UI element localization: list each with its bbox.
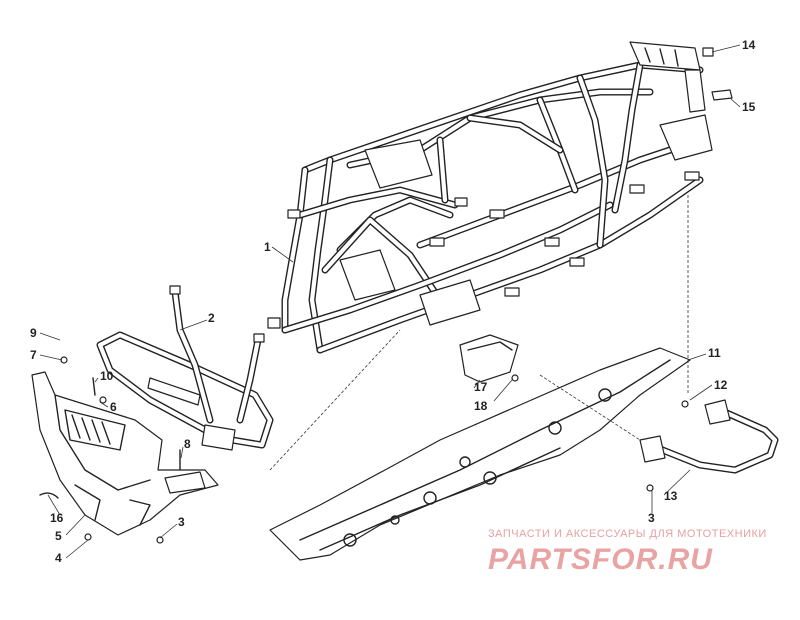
main-frame: [267, 41, 713, 354]
callout-2: 2: [208, 311, 215, 325]
side-step: [639, 399, 779, 474]
callout-3a: 3: [178, 515, 185, 529]
callout-11: 11: [708, 346, 721, 360]
front-bumper-tube: [96, 285, 274, 451]
callout-1: 1: [264, 240, 271, 254]
callout-9: 9: [30, 326, 37, 340]
guard-panel: [459, 334, 519, 383]
callout-10: 10: [100, 369, 114, 383]
callout-18: 18: [474, 399, 488, 413]
callout-6: 6: [110, 400, 117, 414]
callout-12: 12: [714, 378, 728, 392]
callout-3b: 3: [648, 511, 655, 525]
watermark-tagline: ЗАПЧАСТИ И АКСЕССУАРЫ ДЛЯ МОТОТЕХНИКИ: [488, 528, 767, 540]
callout-13: 13: [664, 489, 678, 503]
callout-labels: 1 2 3 3 4 5 6 7 8 9 10 11 12 13 14 15 16…: [30, 38, 756, 565]
callout-8: 8: [184, 437, 191, 451]
callout-16: 16: [50, 511, 64, 525]
leader-lines: [39, 44, 741, 559]
callout-5: 5: [55, 529, 62, 543]
hardware: [39, 47, 733, 544]
callout-17: 17: [474, 380, 488, 394]
front-fascia: [31, 371, 219, 536]
skid-plate: [269, 347, 691, 561]
callout-7: 7: [30, 348, 37, 362]
watermark-logo: PARTSFOR.RU: [488, 543, 713, 576]
callout-15: 15: [742, 100, 756, 114]
callout-14: 14: [742, 38, 756, 52]
callout-4: 4: [55, 551, 62, 565]
